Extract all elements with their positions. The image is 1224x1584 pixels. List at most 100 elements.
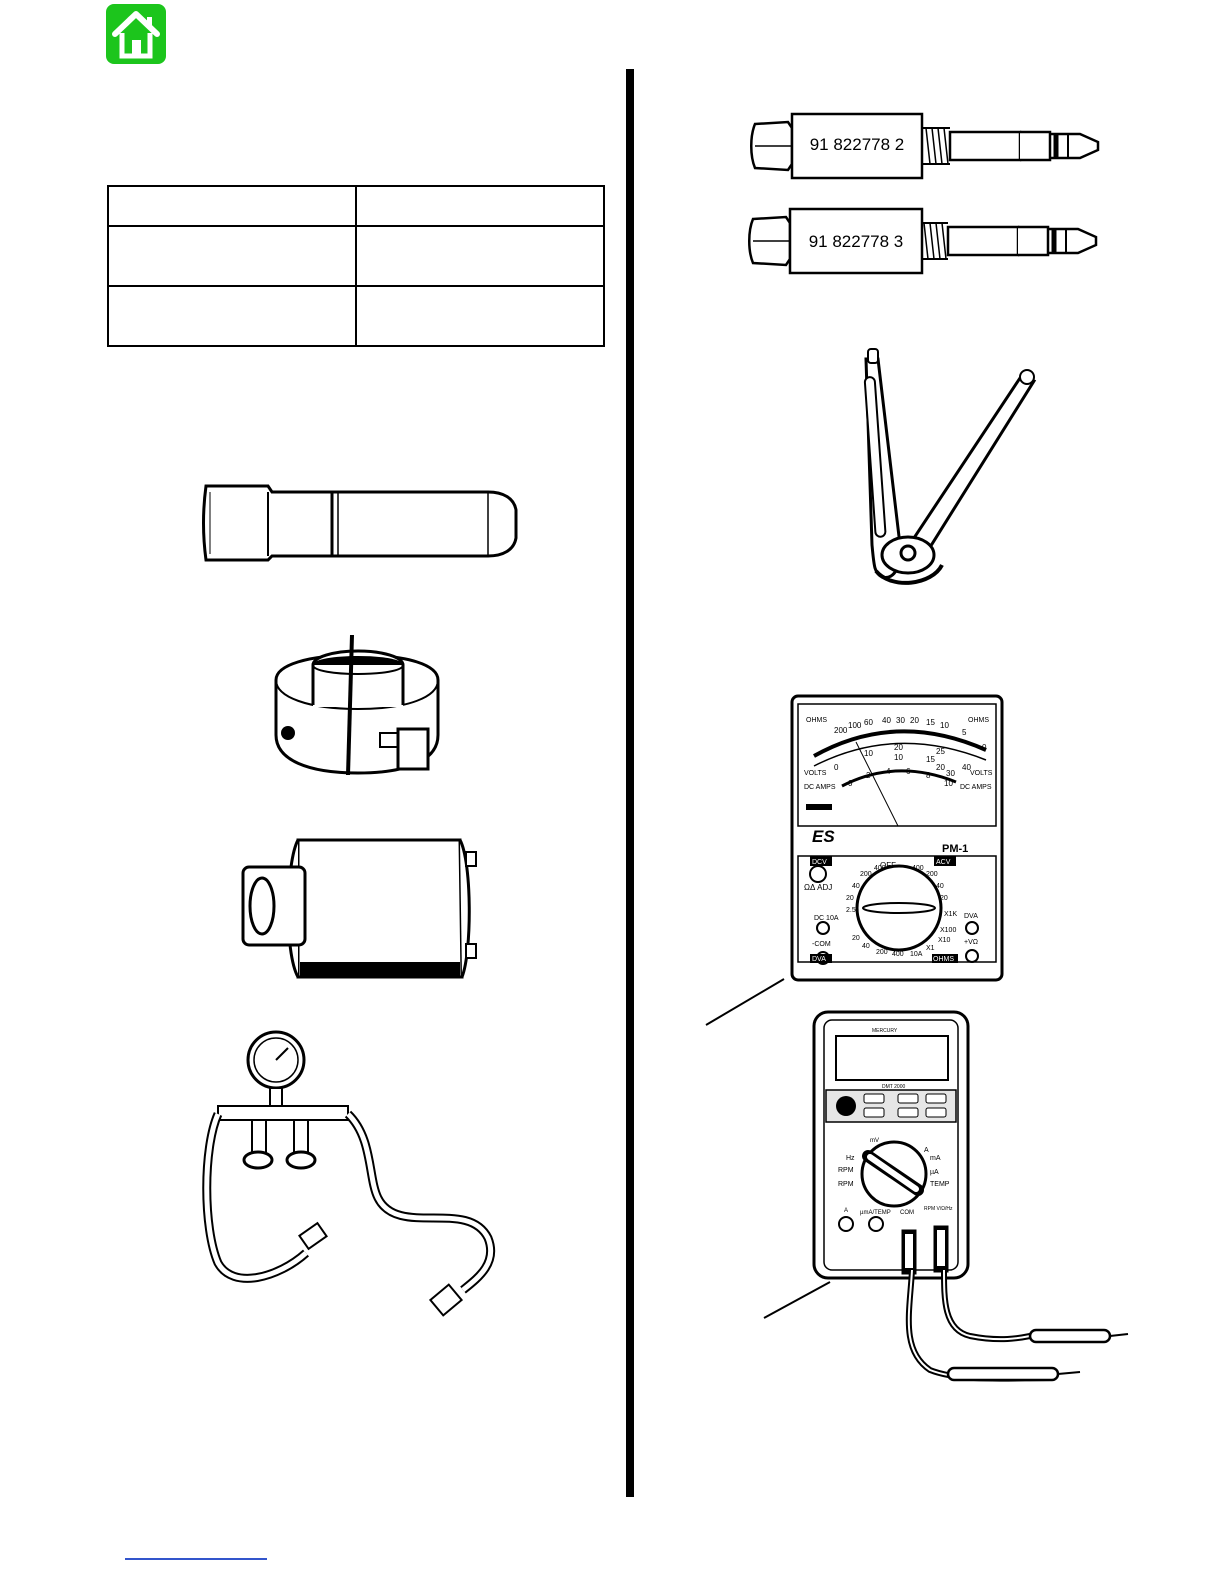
dc10a-label: DC 10A [814, 915, 839, 922]
dc-amps-label-left: DC AMPS [804, 784, 836, 791]
acv-range: 20 [940, 895, 948, 902]
com-label: -COM [812, 941, 831, 948]
off-label: OFF [880, 861, 896, 870]
volts-tick: 10 [864, 749, 873, 758]
dva-range: 40 [862, 943, 870, 950]
dva-range: 400 [892, 951, 904, 958]
table-cell [355, 185, 605, 227]
ohms-tick: 40 [882, 716, 891, 725]
10a-label: 10A [910, 951, 923, 958]
jack-rpm-label: RPM V/Ω/Hz [924, 1206, 953, 1212]
ohms-tick: 200 [834, 726, 848, 735]
adapter-tool-3-illustration: 91 822778 3 [748, 207, 1098, 275]
acv-range: 200 [926, 871, 938, 878]
ohm-adjust-knob[interactable] [809, 865, 827, 883]
ohms-label-left: OHMS [806, 717, 827, 724]
table-cell [107, 285, 357, 347]
dcv-range: 2.5 [846, 907, 856, 914]
mid-tick: 20 [894, 743, 903, 752]
ohms-tick: 20 [910, 716, 919, 725]
x100-label: X100 [940, 927, 956, 934]
split-collar-illustration [274, 634, 440, 776]
amps-tick: 4 [886, 767, 891, 776]
ohms-label-right: OHMS [968, 717, 989, 724]
dc-amps-label-right: DC AMPS [960, 784, 992, 791]
volts-tick: 20 [936, 763, 945, 772]
x10-label: X10 [938, 937, 951, 944]
ohms-tick: 100 [848, 721, 862, 730]
amps-tick: 6 [906, 767, 911, 776]
spanner-wrench-illustration [863, 348, 1037, 585]
rpm-label-2: RPM [838, 1181, 854, 1188]
jack-com-label: COM [900, 1210, 914, 1216]
dva-range: 20 [852, 935, 860, 942]
digital-meter-brand: MERCURY [872, 1028, 898, 1034]
jack-dva[interactable] [965, 921, 979, 935]
vohm-label: +VΩ [964, 939, 978, 946]
dcv-range: 200 [860, 871, 872, 878]
mid-tick: 15 [926, 755, 935, 764]
function-button[interactable] [897, 1093, 919, 1104]
jack-a-label: A [844, 1208, 848, 1214]
x1k-label: X1K [944, 911, 958, 918]
analog-meter-leader-line [705, 978, 785, 1026]
pressure-gauge-illustration [202, 1030, 496, 1317]
adapter-tool-2-illustration: 91 822778 2 [750, 112, 1100, 180]
dcv-label: DCV [812, 859, 827, 866]
jack-a[interactable] [838, 1216, 854, 1232]
meter-needle [855, 741, 899, 827]
acv-range: 40 [936, 883, 944, 890]
x1-label: X1 [926, 945, 935, 952]
jack-dc10a[interactable] [816, 921, 830, 935]
ohms-tick: 0 [982, 743, 987, 752]
ohms-tick: 30 [896, 716, 905, 725]
ohms-scale-ticks: 200 100 60 40 30 20 15 10 5 0 [834, 716, 987, 752]
function-button[interactable] [925, 1107, 947, 1118]
volts-tick: 30 [946, 769, 955, 778]
function-button[interactable] [863, 1093, 885, 1104]
amps-tick: 8 [926, 771, 931, 780]
dial-range-labels: X1K X100 X10 X1 10A 200 400 40 20 2.5 40… [846, 865, 958, 958]
ohms-range-label: OHMS [933, 956, 954, 963]
mid-tick: 25 [936, 747, 945, 756]
function-button[interactable] [863, 1107, 885, 1118]
mid-tick: 10 [894, 753, 903, 762]
table-cell [355, 225, 605, 287]
dva-range: 200 [876, 949, 888, 956]
volts-tick: 40 [962, 763, 971, 772]
volts-scale-ticks: 0 10 20 30 40 [834, 749, 971, 778]
mid-scale-ticks: 20 10 15 25 [894, 743, 945, 764]
footer-link[interactable] [125, 1558, 267, 1560]
jack-ua[interactable] [868, 1216, 884, 1232]
amps-scale-ticks: 0 2 4 6 8 10 [848, 767, 953, 788]
meter-model: PM-1 [942, 843, 968, 855]
dva-left-label: DVA [812, 956, 826, 963]
dcv-range: 400 [874, 865, 886, 872]
function-button[interactable] [897, 1107, 919, 1118]
volts-label-left: VOLTS [804, 770, 827, 777]
column-divider [626, 69, 634, 1497]
ua-label: µA [930, 1169, 939, 1176]
home-button[interactable] [106, 4, 166, 64]
adapter-3-label: 91 822778 3 [809, 232, 904, 251]
acv-range: 400 [912, 865, 924, 872]
digital-meter-leader-line [763, 1281, 831, 1319]
digital-multimeter-illustration: MERCURY DMT 2000 mV A Hz RPM RPM mA µA T… [812, 1010, 970, 1280]
home-icon [112, 11, 160, 59]
table-cell [107, 225, 357, 287]
amps-tick: 2 [866, 771, 871, 780]
analog-multimeter-illustration: OHMS OHMS 200 100 60 40 30 20 15 10 5 0 … [790, 694, 1004, 982]
ohms-tick: 10 [940, 721, 949, 730]
digital-meter-model: DMT 2000 [882, 1084, 905, 1090]
function-button[interactable] [925, 1093, 947, 1104]
adapter-2-label: 91 822778 2 [810, 135, 905, 154]
jack-ua-label: µmA/TEMP [860, 1210, 891, 1216]
probe-leads-illustration [905, 1269, 1129, 1382]
jack-vohm[interactable] [965, 949, 979, 963]
dcv-range: 40 [852, 883, 860, 890]
amps-tick: 10 [944, 779, 953, 788]
table-cell [107, 185, 357, 227]
ohms-tick: 15 [926, 718, 935, 727]
specification-table [107, 185, 605, 347]
a-top-label: A [924, 1147, 929, 1154]
